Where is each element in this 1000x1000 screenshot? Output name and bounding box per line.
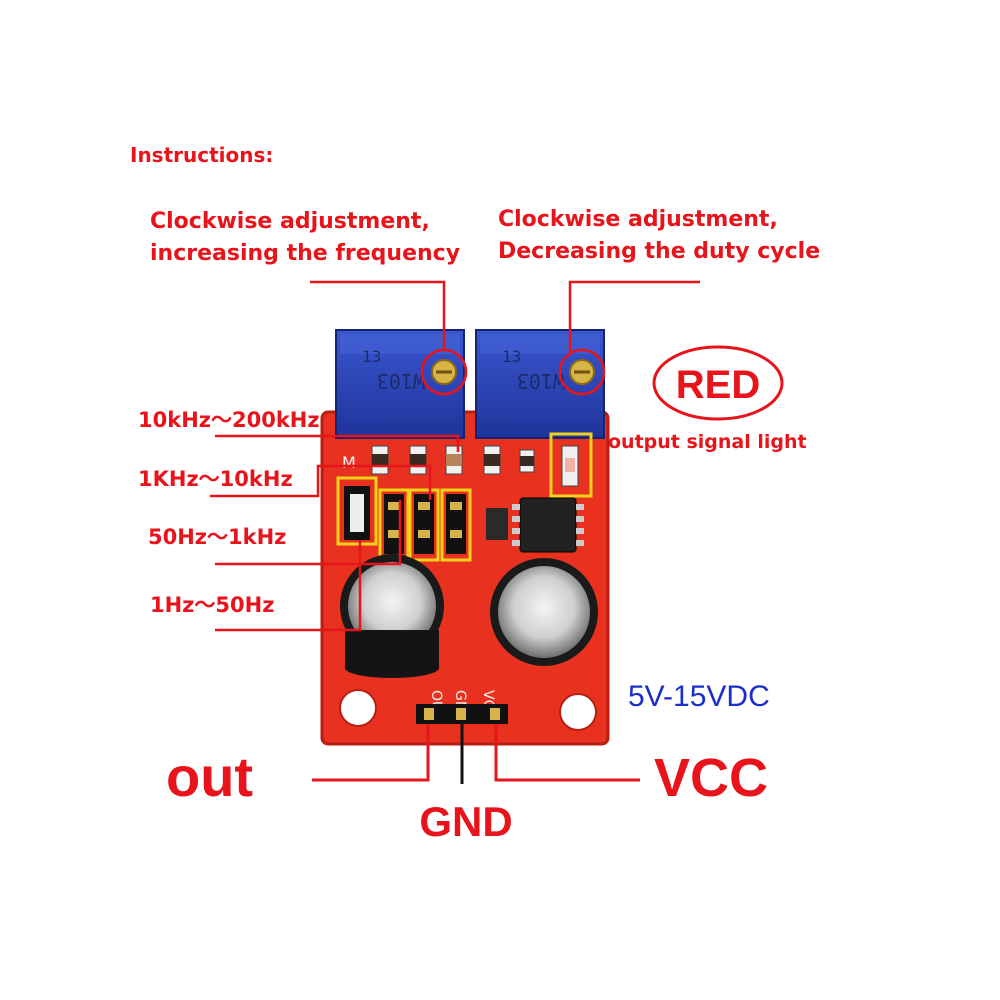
range-line-4 — [215, 540, 362, 632]
vcc-label: VCC — [654, 748, 768, 808]
mounting-hole-left — [339, 689, 377, 727]
mounting-hole-right — [559, 693, 597, 731]
capacitor-right — [490, 558, 598, 666]
range-line-1 — [215, 434, 460, 452]
small-chip — [486, 508, 508, 540]
range-line-3 — [215, 500, 402, 566]
range-label-1: 10kHz～200kHz — [138, 408, 320, 432]
pot-left-caption-line1: Clockwise adjustment, — [150, 209, 430, 234]
vcc-callout-line — [494, 724, 640, 782]
potentiometer-frequency: 13 W103 — [335, 329, 465, 439]
out-callout-line — [312, 724, 430, 782]
rotate-arrow-right-icon — [558, 348, 606, 396]
pot-right-caption-line2: Decreasing the duty cycle — [498, 239, 820, 264]
range-label-3: 50Hz～1kHz — [148, 525, 286, 549]
ic-chip — [512, 497, 584, 553]
range-line-2 — [210, 464, 432, 500]
pot-right-caption-line1: Clockwise adjustment, — [498, 207, 778, 232]
pot-left-value: W103 — [377, 369, 425, 393]
jumper-highlight-4 — [440, 488, 472, 562]
jumper-highlight-1 — [336, 476, 378, 546]
led-color-label: RED — [676, 363, 760, 407]
pot-right-value: W103 — [517, 369, 565, 393]
voltage-label: 5V-15VDC — [628, 680, 770, 713]
pot-left-caption-line2: increasing the frequency — [150, 241, 460, 266]
instructions-title: Instructions: — [130, 143, 273, 167]
pin-header — [416, 704, 508, 724]
pot-left-callout-line — [310, 280, 446, 350]
led-caption: output signal light — [608, 431, 807, 453]
range-label-4: 1Hz～50Hz — [150, 593, 274, 617]
potentiometer-duty-cycle: 13 W103 — [475, 329, 605, 439]
red-oval — [652, 345, 784, 421]
led-highlight-box — [549, 432, 593, 498]
jumper-highlight-3 — [408, 488, 440, 562]
pot-right-code: 13 — [502, 347, 521, 366]
pot-right-callout-line — [568, 280, 700, 352]
board-marking: M — [342, 453, 356, 472]
pot-left-code: 13 — [362, 347, 381, 366]
out-label: out — [166, 745, 253, 808]
range-label-2: 1KHz～10kHz — [138, 467, 293, 491]
capacitor-left — [340, 554, 444, 678]
gnd-label: GND — [419, 798, 512, 845]
